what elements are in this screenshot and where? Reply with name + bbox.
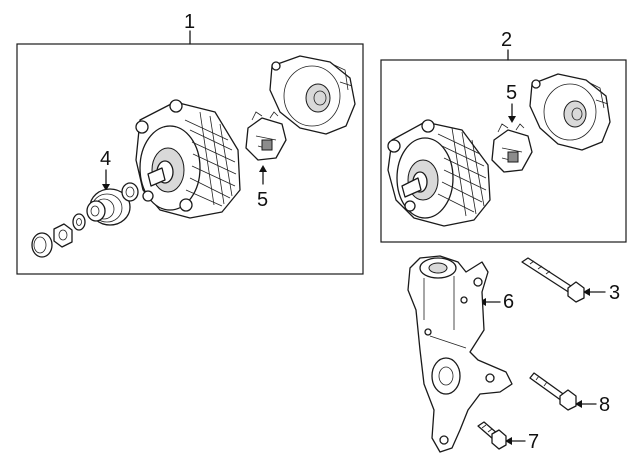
rear-cover-2[interactable] <box>529 73 611 151</box>
end-cap[interactable] <box>31 232 53 258</box>
alternator-bracket[interactable] <box>407 255 513 453</box>
alternator-body-2[interactable] <box>387 119 491 227</box>
alternator-body[interactable] <box>135 99 241 219</box>
callout-2[interactable]: 2 <box>501 29 512 51</box>
callout-5-box1[interactable]: 5 <box>257 189 268 211</box>
bolt-7[interactable] <box>477 421 507 450</box>
callout-7[interactable]: 7 <box>528 431 539 453</box>
callout-5-box2[interactable]: 5 <box>506 82 517 104</box>
washer[interactable] <box>72 213 86 231</box>
bolt-3[interactable] <box>521 257 585 303</box>
voltage-regulator-1[interactable] <box>245 111 287 161</box>
callout-8[interactable]: 8 <box>599 394 610 416</box>
callout-6[interactable]: 6 <box>503 291 514 313</box>
rear-cover-1[interactable] <box>269 55 356 135</box>
assembly-box-2 <box>380 49 627 243</box>
bolt-8[interactable] <box>529 372 577 411</box>
spacer-ring[interactable] <box>121 182 139 202</box>
callout-3[interactable]: 3 <box>609 282 620 304</box>
pulley-nut[interactable] <box>53 223 73 248</box>
callout-4[interactable]: 4 <box>100 148 111 170</box>
assembly-box-1 <box>16 30 364 275</box>
voltage-regulator-2[interactable] <box>491 123 533 173</box>
pulley[interactable] <box>86 188 131 226</box>
callout-1[interactable]: 1 <box>184 11 195 33</box>
